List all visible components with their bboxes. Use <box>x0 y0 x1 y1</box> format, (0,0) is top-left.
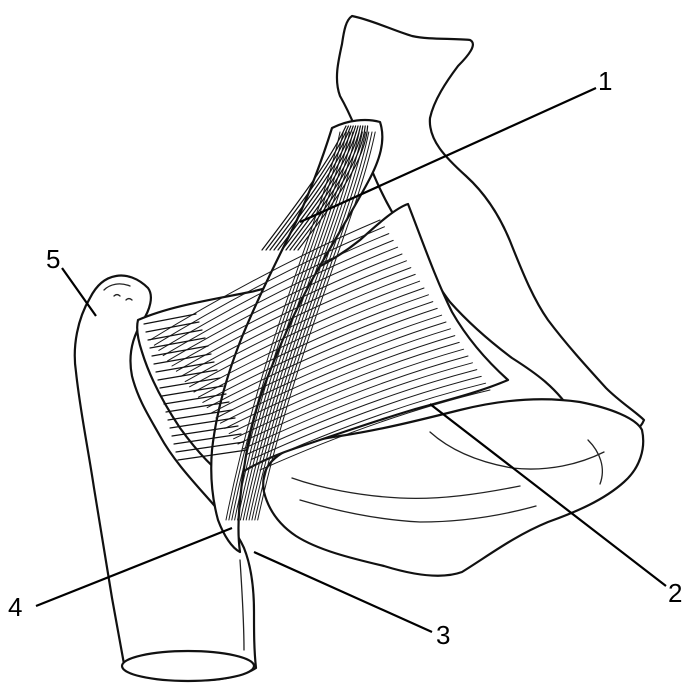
label-3: 3 <box>436 620 450 650</box>
label-2: 2 <box>668 578 682 608</box>
leader-line-5 <box>62 268 96 316</box>
label-5: 5 <box>46 244 60 274</box>
humerus-cut-end <box>122 651 254 681</box>
label-4: 4 <box>8 592 22 622</box>
label-1: 1 <box>598 66 612 96</box>
